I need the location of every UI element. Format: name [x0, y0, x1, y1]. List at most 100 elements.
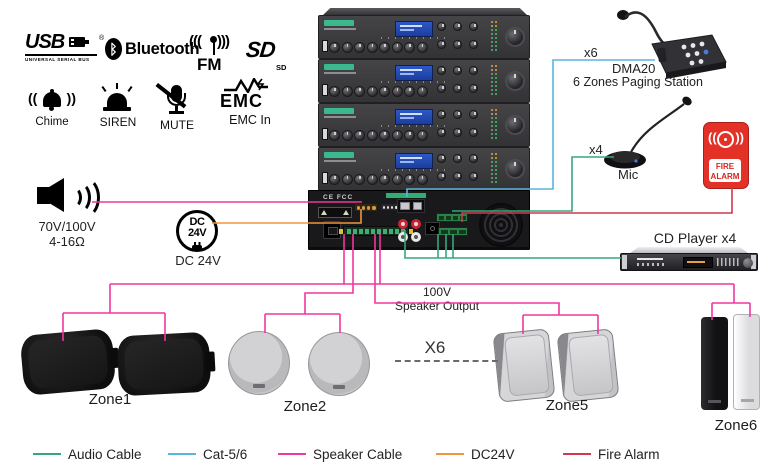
front-usb-port [322, 84, 328, 96]
chime-icon: (( )) Chime [28, 88, 76, 128]
volume-knob [366, 42, 378, 53]
legend-swatch [563, 452, 591, 456]
volume-knob [354, 130, 365, 141]
zone1-speaker [116, 331, 212, 397]
legend-swatch [436, 452, 464, 456]
amplifier-unit [318, 15, 530, 59]
rj45-ports [397, 199, 425, 213]
cooling-fan [479, 203, 523, 247]
bell-icon [43, 89, 61, 111]
brand-logo-sub [324, 160, 356, 162]
front-usb-port [322, 128, 328, 140]
fire-line2: ALARM [710, 171, 740, 181]
rear-terminal-strip [386, 193, 426, 198]
lcd-display [395, 109, 433, 125]
cd-player-label: CD Player x4 [653, 230, 737, 246]
zone1-speaker [19, 328, 117, 396]
rack-ear [622, 255, 627, 269]
panel-ticks [381, 169, 445, 171]
zone6-label: Zone6 [714, 417, 758, 434]
legend-label: DC24V [471, 446, 515, 462]
front-usb-port [322, 40, 328, 52]
emc-icon: EMC EMC In [218, 78, 282, 127]
volume-knob [404, 42, 415, 53]
legend-item-dc24v: DC24V [436, 444, 515, 464]
mic-qty-label: x4 [589, 142, 603, 157]
volume-knob [416, 130, 428, 141]
legend-swatch [278, 452, 306, 456]
brand-logo [324, 64, 354, 70]
rack-top-edge [322, 8, 528, 16]
legend-swatch [168, 452, 196, 456]
volume-knob [404, 174, 415, 185]
legend-item-fire-alarm: Fire Alarm [563, 444, 660, 464]
zone6-speaker-black [701, 317, 728, 410]
legend-label: Speaker Cable [313, 446, 403, 462]
usb-icon: USB UNIVERSAL SERIAL BUS [25, 32, 97, 62]
sd-small-label: SD [276, 63, 287, 72]
zone-knob [453, 128, 462, 137]
volume-knob [366, 130, 378, 141]
zone-knob [437, 110, 446, 119]
paging-model-label: DMA20 [612, 61, 656, 76]
panel-ticks [381, 81, 445, 83]
siren-label: SIREN [99, 115, 137, 129]
volume-knob [354, 174, 365, 185]
speaker-box [37, 187, 50, 204]
usb-subtitle: UNIVERSAL SERIAL BUS [25, 54, 97, 62]
zone-knob [437, 172, 446, 181]
legend-swatch [33, 452, 61, 456]
bluetooth-label: Bluetooth [125, 40, 200, 58]
chime-label: Chime [35, 116, 69, 128]
zone2-speaker [228, 331, 290, 395]
volume-knob [379, 174, 390, 185]
fm-label: FM [197, 55, 222, 74]
cd-keypad [717, 258, 739, 266]
volume-knob [329, 42, 340, 53]
zone-knob [437, 40, 446, 49]
fire-line1: FIRE [715, 162, 735, 171]
cd-player-device [620, 253, 758, 271]
front-usb-port [322, 172, 328, 184]
zone-knob [453, 66, 462, 75]
volume-knob [329, 174, 340, 185]
desk-mic-device [604, 96, 692, 169]
warning-label [318, 207, 352, 218]
fm-waves-left: ((( [189, 33, 202, 50]
volume-knob [341, 130, 353, 141]
registered-mark: ® [99, 35, 105, 42]
siren-ray [127, 85, 133, 93]
paging-desc-label: 6 Zones Paging Station [573, 75, 703, 89]
chime-wave-right: )) [66, 90, 76, 106]
zone5-speaker [556, 328, 620, 403]
output-voltage: 100V [422, 285, 452, 299]
fm-waves-right: ))) [217, 33, 230, 50]
zone5-label: Zone5 [545, 397, 589, 414]
master-knob [505, 71, 525, 91]
certification-marks: CE FCC [323, 194, 354, 201]
volume-knob [329, 86, 340, 97]
paging-qty-label: x6 [584, 45, 598, 60]
emc-logo-text: EMC [220, 91, 263, 111]
cd-buttons [637, 263, 667, 266]
emc-zigzag [224, 78, 268, 93]
bluetooth-rune-icon: ᛒ [105, 38, 122, 60]
brand-logo-sub [324, 72, 356, 74]
cd-player-top [630, 247, 748, 253]
speaker-voltage-label: 70V/100V 4-16Ω [25, 219, 109, 249]
fm-antenna-stem [213, 42, 215, 55]
paging-station-device [617, 10, 727, 79]
legend-item-audio-cable: Audio Cable [33, 444, 142, 464]
bluetooth-icon: ® ᛒ Bluetooth [99, 35, 201, 64]
zone5-speaker [492, 328, 556, 403]
zone-knob [437, 128, 446, 137]
amplifier-unit [318, 147, 530, 191]
volume-knob [341, 42, 353, 53]
master-knob [505, 159, 525, 179]
zone-knob [453, 172, 462, 181]
plug-icon [192, 242, 202, 251]
speaker-output-label: 100V Speaker Output [394, 285, 480, 313]
phoenix-connectors [436, 213, 468, 222]
chime-wave-left: (( [28, 90, 38, 106]
output-caption: Speaker Output [394, 298, 480, 313]
